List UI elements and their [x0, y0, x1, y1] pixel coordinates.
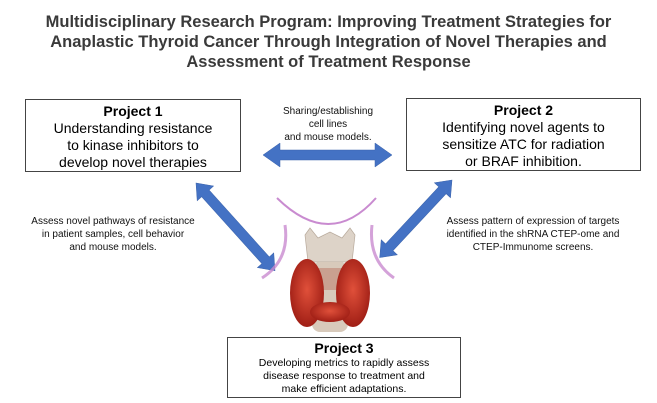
project-text: Understanding resistance	[53, 120, 213, 136]
double-arrow-project2-project3	[379, 179, 453, 258]
note-line: identified in the shRNA CTEP-ome and	[446, 229, 620, 240]
project-text: Identifying novel agents to	[442, 119, 605, 135]
right-note: Assess pattern of expression of targets …	[428, 215, 638, 254]
title-line: Anaplastic Thyroid Cancer Through Integr…	[50, 33, 607, 51]
note-line: cell lines	[308, 119, 348, 130]
project-1-box: Project 1 Understanding resistance to ki…	[25, 99, 241, 172]
note-line: Assess pattern of expression of targets	[446, 216, 620, 227]
sharing-note: Sharing/establishing cell lines and mous…	[258, 105, 398, 144]
note-line: Sharing/establishing	[282, 106, 374, 117]
project-text: sensitize ATC for radiation	[442, 136, 605, 152]
project-text: or BRAF inhibition.	[465, 153, 582, 169]
project-3-box: Project 3 Developing metrics to rapidly …	[227, 337, 461, 398]
project-heading: Project 1	[103, 103, 163, 119]
project-text: disease response to treatment and	[263, 370, 425, 382]
diagram-title: Multidisciplinary Research Program: Impr…	[0, 12, 657, 72]
project-2-box: Project 2 Identifying novel agents to se…	[406, 98, 641, 171]
thyroid-illustration	[261, 197, 395, 332]
title-line: Multidisciplinary Research Program: Impr…	[45, 13, 612, 31]
note-line: and mouse models.	[69, 242, 157, 253]
project-heading: Project 2	[493, 102, 554, 118]
note-line: in patient samples, cell behavior	[41, 229, 185, 240]
double-arrow-project1-project2	[262, 142, 393, 168]
project-text: make efficient adaptations.	[281, 383, 407, 395]
double-arrow-project1-project3	[195, 182, 276, 271]
project-text: develop novel therapies	[59, 154, 207, 170]
note-line: CTEP-Immunome screens.	[472, 242, 594, 253]
project-text: Developing metrics to rapidly assess	[258, 357, 430, 369]
project-heading: Project 3	[314, 340, 374, 356]
project-text: to kinase inhibitors to	[67, 137, 199, 153]
title-line: Assessment of Treatment Response	[186, 53, 471, 71]
note-line: Assess novel pathways of resistance	[31, 216, 195, 227]
left-note: Assess novel pathways of resistance in p…	[18, 215, 208, 254]
note-line: and mouse models.	[284, 132, 372, 143]
